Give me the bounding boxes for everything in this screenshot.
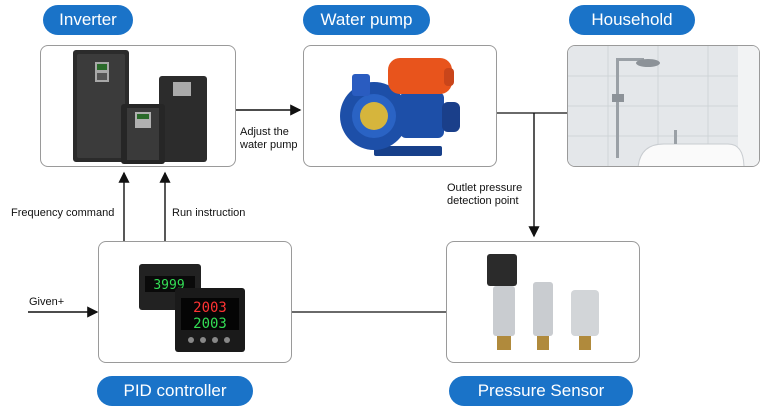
water-pump-title: Water pump (303, 5, 430, 35)
outlet-line2: detection point (447, 195, 519, 207)
outlet-label: Outlet pressure detection point (447, 182, 522, 208)
pid-green-display: 2003 (193, 316, 227, 332)
household-box (567, 45, 760, 167)
run-instruction-label: Run instruction (172, 207, 246, 219)
pressure-sensor-image (487, 254, 599, 350)
household-title: Household (569, 5, 695, 35)
outlet-line1: Outlet pressure (447, 182, 523, 194)
inverter-image (73, 50, 207, 164)
pressure-sensor-title: Pressure Sensor (449, 376, 633, 406)
pid-controller-title: PID controller (97, 376, 253, 406)
pid-red-display: 2003 (193, 300, 227, 316)
pid-controller-image: 3999 2003 2003 (139, 264, 245, 352)
inverter-title: Inverter (43, 5, 133, 35)
inverter-box (40, 45, 236, 167)
adjust-pump-line1: Adjust the (240, 126, 289, 138)
pid-controller-box: 3999 2003 2003 (98, 241, 292, 363)
household-image (568, 46, 759, 166)
frequency-command-label: Frequency command (11, 207, 115, 219)
given-label: Given+ (29, 296, 65, 308)
water-pump-image (340, 58, 460, 156)
adjust-pump-label: Adjust the water pump (240, 126, 297, 152)
water-pump-box (303, 45, 497, 167)
adjust-pump-line2: water pump (240, 139, 298, 151)
pressure-sensor-box (446, 241, 640, 363)
